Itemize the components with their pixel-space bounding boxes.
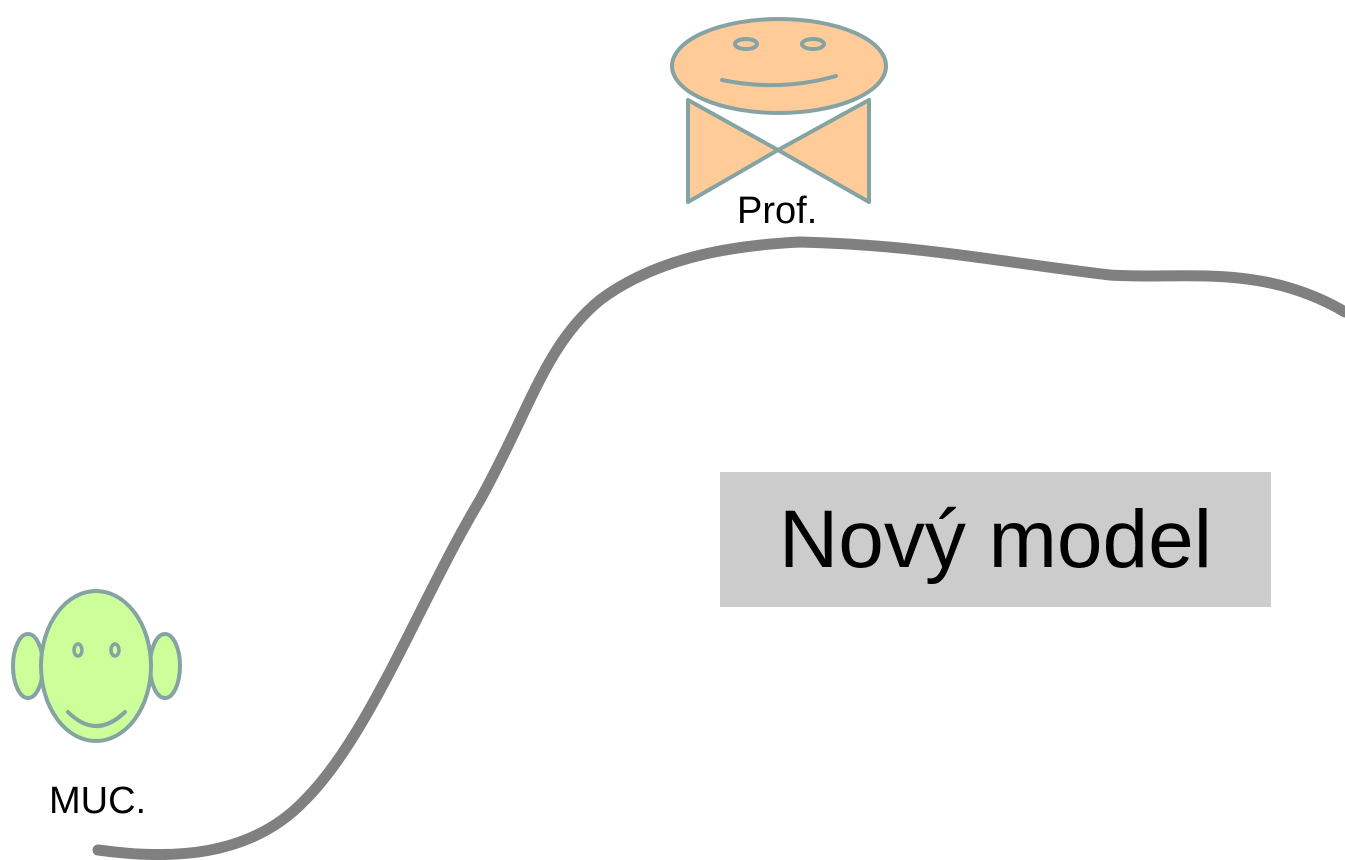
professor-face-with-bowtie-icon	[670, 17, 888, 204]
student-face-with-ears-icon	[11, 589, 182, 743]
student-ear-right	[148, 632, 182, 700]
student-head	[39, 589, 153, 743]
professor-label: Prof.	[737, 190, 818, 232]
professor-mouth	[720, 74, 838, 88]
student-eye-left	[72, 642, 84, 658]
student-mouth	[66, 710, 127, 728]
professor-eye-left	[733, 37, 759, 51]
student-label: MUC.	[49, 780, 147, 822]
professor-head	[670, 17, 888, 115]
progression-curve	[92, 236, 1345, 860]
title-box: Nový model	[720, 472, 1271, 607]
professor-eye-right	[800, 37, 826, 51]
student-eye-right	[109, 642, 121, 658]
bowtie-right	[776, 98, 871, 204]
bowtie-left	[686, 98, 780, 204]
title-text: Nový model	[779, 493, 1212, 585]
student-ear-left	[11, 632, 45, 700]
